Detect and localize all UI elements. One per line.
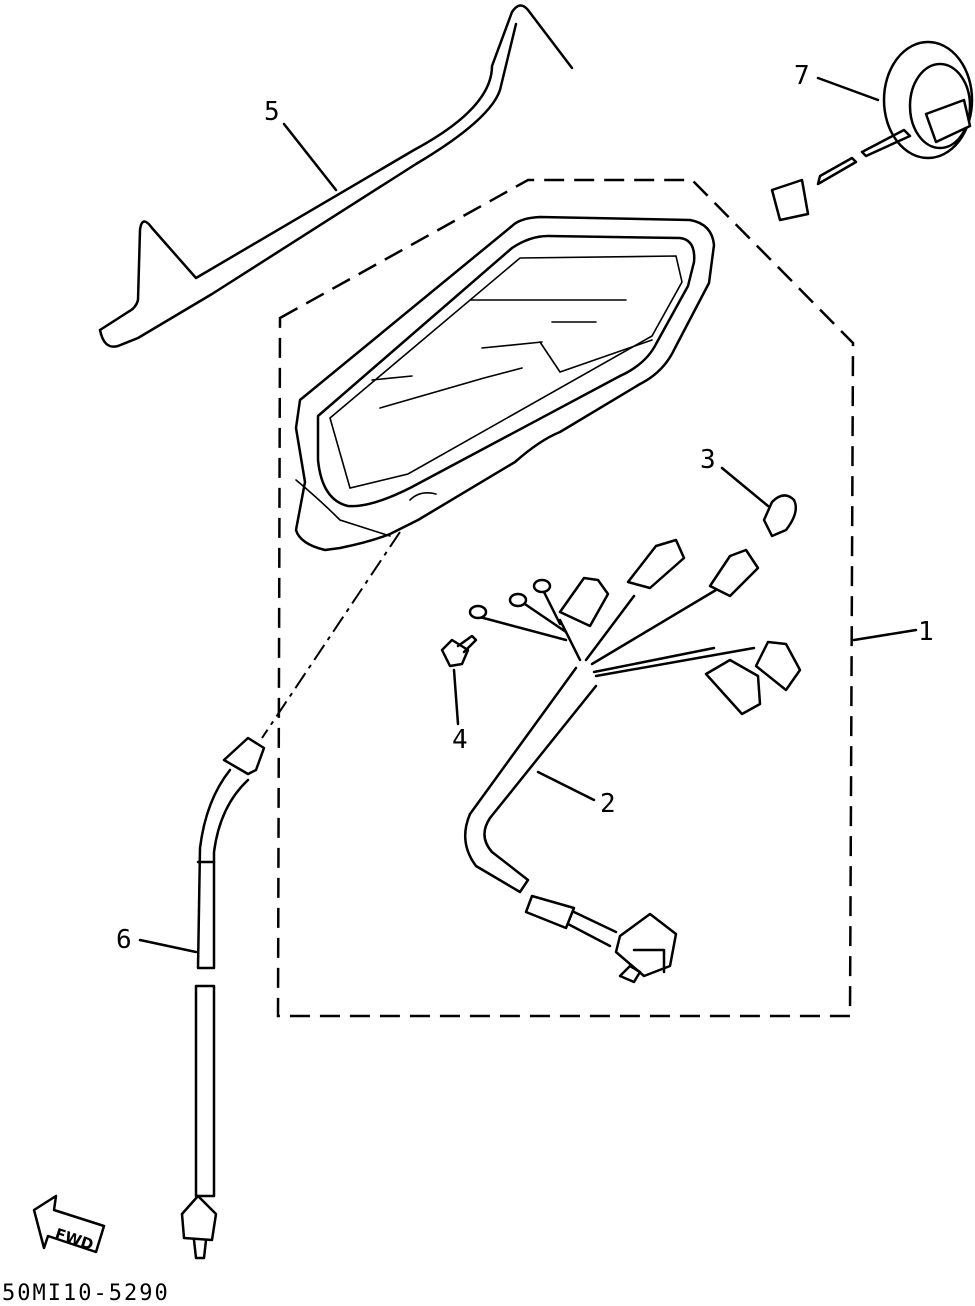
sensor-unit <box>770 40 974 222</box>
callout-1: 1 <box>918 617 934 647</box>
callout-6: 6 <box>116 925 132 955</box>
meter-housing <box>294 215 716 552</box>
callout-5: 5 <box>264 97 280 127</box>
fwd-arrow: FWD <box>32 1194 106 1254</box>
leader-5 <box>282 122 338 192</box>
cable-leader <box>261 531 401 739</box>
callout-7: 7 <box>794 61 810 91</box>
leader-6 <box>138 938 198 954</box>
wire-harness <box>463 538 802 984</box>
leader-7 <box>816 76 880 102</box>
speedometer-cable <box>180 736 266 1260</box>
screw <box>440 634 478 668</box>
callout-4: 4 <box>452 725 468 755</box>
assembly-boundary <box>276 178 855 1018</box>
callout-3: 3 <box>700 445 716 475</box>
bracket-wire <box>98 4 574 348</box>
bulb <box>762 494 797 538</box>
leader-1 <box>852 628 918 642</box>
callout-2: 2 <box>600 789 616 819</box>
drawing-code: 50MI10-5290 <box>2 1281 170 1306</box>
leader-2 <box>536 770 596 802</box>
leader-3 <box>720 466 770 508</box>
leader-4 <box>452 668 460 726</box>
